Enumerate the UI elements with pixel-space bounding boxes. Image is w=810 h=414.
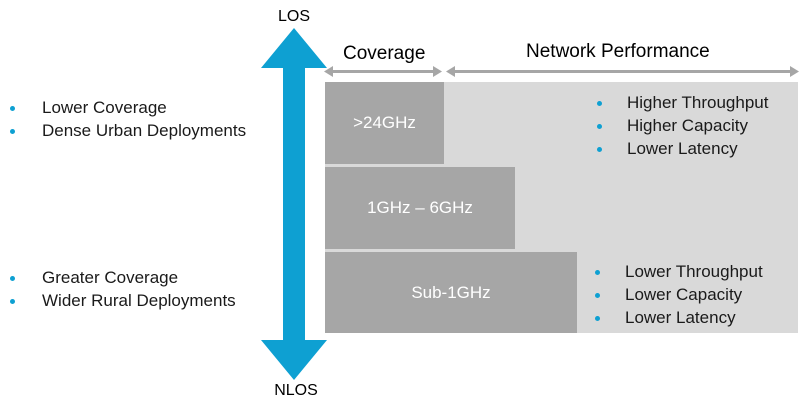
list-item: Higher Throughput [595,91,768,114]
list-item: Lower Latency [595,137,768,160]
list-item: Lower Coverage [8,96,246,119]
left-notes-top: Lower Coverage Dense Urban Deployments [8,96,246,142]
list-item: Lower Latency [593,306,763,329]
header-brackets [324,66,799,77]
nlos-label: NLOS [274,382,318,399]
coverage-header: Coverage [343,43,426,64]
coverage-bracket-line [330,70,436,73]
list-item: Dense Urban Deployments [8,119,246,142]
double-arrow-shape [261,28,327,380]
band-sub-1ghz: Sub-1GHz [325,252,577,333]
list-item: Lower Capacity [593,283,763,306]
list-item: Higher Capacity [595,114,768,137]
left-notes-bottom: Greater Coverage Wider Rural Deployments [8,266,236,312]
coverage-bracket-right-arrow-icon [433,66,442,77]
band-1ghz-6ghz: 1GHz – 6GHz [325,167,515,249]
network-performance-header: Network Performance [526,41,710,62]
band-label: >24GHz [353,113,416,132]
list-item: Wider Rural Deployments [8,289,236,312]
performance-high-list: Higher Throughput Higher Capacity Lower … [595,91,768,160]
band-label: Sub-1GHz [411,282,491,302]
performance-bracket-right-arrow-icon [790,66,799,77]
los-label: LOS [277,8,310,25]
band-above-24ghz: >24GHz [325,82,444,164]
list-item: Greater Coverage [8,266,236,289]
performance-bracket-line [452,70,792,73]
list-item: Lower Throughput [593,260,763,283]
performance-low-list: Lower Throughput Lower Capacity Lower La… [593,260,763,329]
coverage-bracket-left-arrow-icon [324,66,333,77]
performance-bracket-left-arrow-icon [446,66,455,77]
band-label: 1GHz – 6GHz [367,198,473,217]
los-nlos-double-arrow-icon [261,28,327,380]
